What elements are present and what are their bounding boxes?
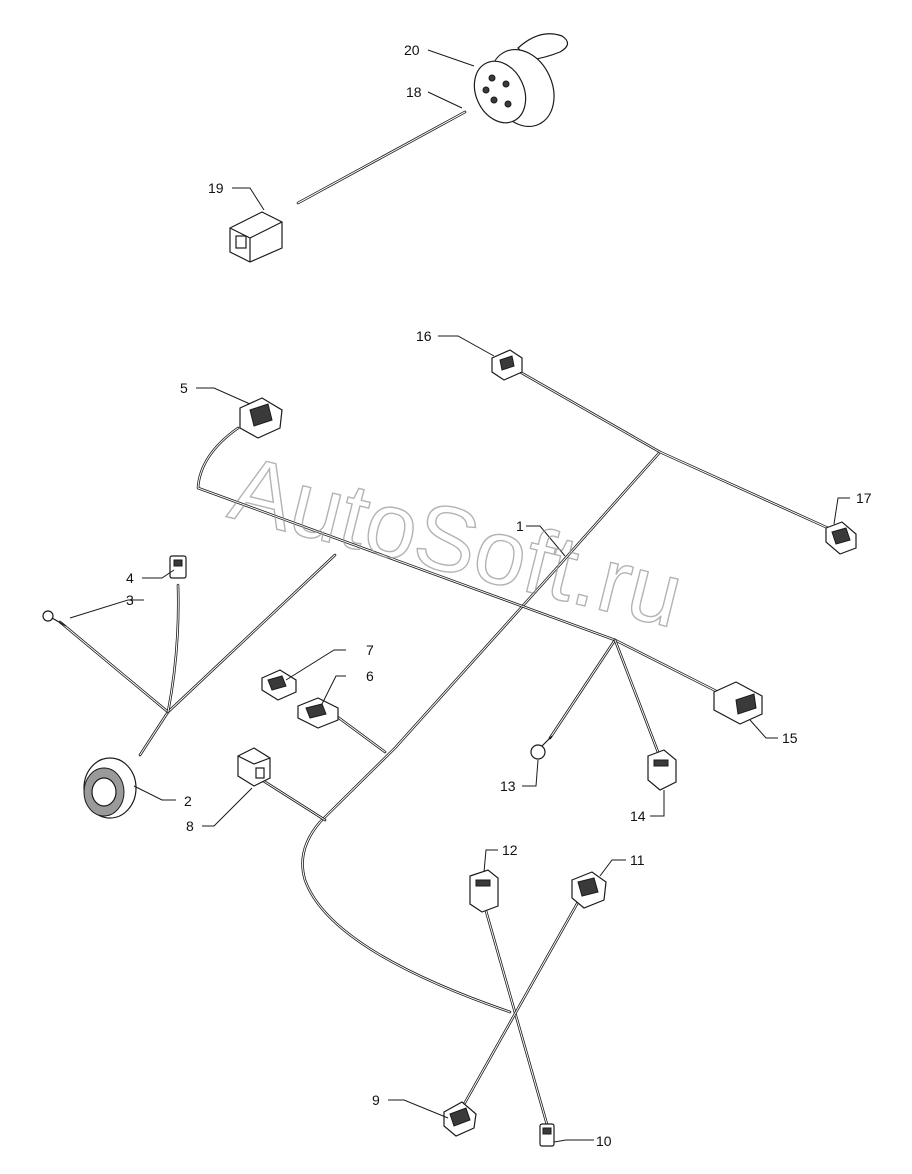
- relay-block-icon: [229, 211, 283, 263]
- connector-7-icon: [261, 669, 297, 701]
- callout-15: 15: [782, 730, 798, 746]
- ring-terminal-3-icon: [42, 610, 67, 627]
- ring-terminal-13-icon: [530, 735, 553, 760]
- connector-14-icon: [647, 749, 677, 791]
- connector-6-icon: [297, 697, 339, 729]
- round-connector-2-icon: [83, 757, 137, 819]
- wire-16-17: [518, 370, 830, 530]
- wires: [58, 110, 830, 1130]
- connector-12-icon: [469, 869, 499, 913]
- callout-4: 4: [126, 570, 134, 586]
- callout-13: 13: [500, 778, 516, 794]
- callout-20: 20: [404, 42, 420, 58]
- connector-9-icon: [443, 1101, 477, 1137]
- callout-14: 14: [630, 808, 646, 824]
- callout-1: 1: [516, 518, 524, 534]
- callout-17: 17: [856, 490, 872, 506]
- callout-16: 16: [416, 328, 432, 344]
- connector-5-icon: [239, 397, 283, 439]
- callout-19: 19: [208, 180, 224, 196]
- callouts: 1 2 3 4 5 6 7 8 9 10 11 12 13 14 15 16 1…: [126, 42, 872, 1149]
- callout-3: 3: [126, 592, 134, 608]
- watermark-text: AutoSoft.ru: [221, 437, 692, 647]
- callout-18: 18: [406, 84, 422, 100]
- callout-8: 8: [186, 818, 194, 834]
- wire-2-branch: [138, 553, 337, 757]
- connector-15-icon: [713, 681, 763, 725]
- callout-9: 9: [372, 1092, 380, 1108]
- callout-7: 7: [366, 642, 374, 658]
- callout-5: 5: [180, 380, 188, 396]
- connector-17-icon: [825, 521, 857, 555]
- connector-10-icon: [539, 1123, 555, 1147]
- callout-11: 11: [630, 852, 645, 868]
- connector-16-icon: [491, 349, 523, 381]
- leader-lines: [69, 49, 850, 1143]
- connector-8-icon: [237, 747, 271, 787]
- callout-2: 2: [184, 793, 192, 809]
- callout-12: 12: [502, 842, 518, 858]
- parts: [42, 33, 857, 1147]
- socket-icon: [473, 33, 569, 128]
- connector-11-icon: [571, 871, 607, 909]
- connector-4-icon: [169, 555, 187, 579]
- callout-10: 10: [596, 1133, 612, 1149]
- callout-6: 6: [366, 668, 374, 684]
